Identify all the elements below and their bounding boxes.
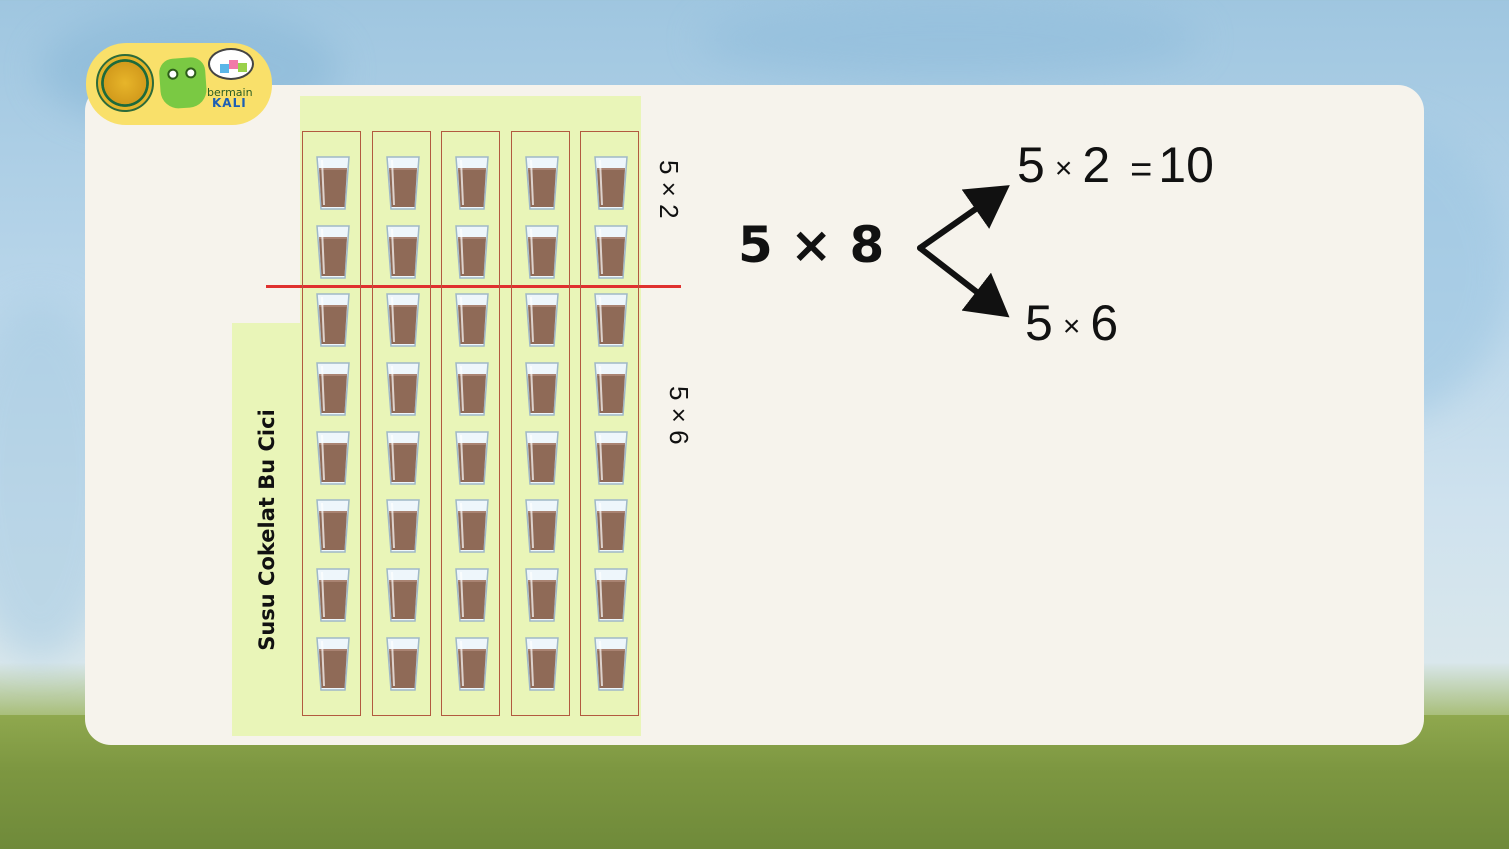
milk-glass-icon — [384, 498, 422, 554]
milk-glass-icon — [453, 567, 491, 623]
milk-glass-icon — [523, 636, 561, 692]
milk-glass-icon — [592, 567, 630, 623]
milk-glass-icon — [523, 430, 561, 486]
top-expression: 5×2 =10 — [1017, 137, 1214, 193]
milk-glass-icon — [384, 636, 422, 692]
milk-glass-icon — [523, 292, 561, 348]
milk-glass-icon — [314, 155, 352, 211]
milk-glass-icon — [314, 636, 352, 692]
milk-glass-icon — [592, 636, 630, 692]
milk-glass-icon — [523, 361, 561, 417]
milk-glass-icon — [384, 292, 422, 348]
milk-glass-icon — [592, 224, 630, 280]
milk-glass-icon — [523, 224, 561, 280]
milk-glass-icon — [592, 292, 630, 348]
milk-glass-icon — [453, 155, 491, 211]
top-group-label: 5 × 2 — [654, 160, 684, 219]
glass-column — [580, 131, 639, 716]
milk-glass-icon — [314, 292, 352, 348]
ministry-emblem-icon — [96, 54, 154, 112]
bottom-expression: 5×6 — [1025, 295, 1119, 351]
thought-bubble-icon — [208, 48, 254, 80]
milk-glass-icon — [384, 224, 422, 280]
milk-glass-icon — [314, 361, 352, 417]
milk-glass-icon — [384, 430, 422, 486]
milk-glass-icon — [384, 567, 422, 623]
mascot-icon — [158, 56, 208, 110]
milk-glass-icon — [592, 498, 630, 554]
milk-glass-icon — [453, 636, 491, 692]
glass-area-top — [300, 96, 641, 130]
milk-glass-icon — [523, 155, 561, 211]
milk-glass-icon — [384, 361, 422, 417]
milk-glass-icon — [453, 498, 491, 554]
split-arrows-icon — [917, 185, 1010, 318]
milk-glass-icon — [384, 155, 422, 211]
milk-glass-icon — [523, 498, 561, 554]
milk-glass-icon — [592, 430, 630, 486]
milk-glass-icon — [314, 430, 352, 486]
title-strip — [232, 323, 302, 736]
milk-glass-icon — [592, 361, 630, 417]
milk-glass-icon — [314, 567, 352, 623]
glass-column — [302, 131, 361, 716]
bottom-group-label: 5 × 6 — [664, 386, 694, 445]
milk-glass-icon — [523, 567, 561, 623]
brand-logo-text: bermain KALI — [207, 86, 253, 110]
milk-glass-icon — [314, 224, 352, 280]
milk-glass-icon — [453, 361, 491, 417]
main-expression: 5 × 8 — [738, 216, 885, 274]
illustration-title: Susu Cokelat Bu Cici — [255, 409, 279, 651]
milk-glass-icon — [453, 292, 491, 348]
split-line — [266, 285, 681, 288]
milk-glass-icon — [314, 498, 352, 554]
milk-glass-icon — [592, 155, 630, 211]
glass-column — [511, 131, 570, 716]
glass-column — [441, 131, 500, 716]
glass-column — [372, 131, 431, 716]
milk-glass-icon — [453, 224, 491, 280]
milk-glass-icon — [453, 430, 491, 486]
